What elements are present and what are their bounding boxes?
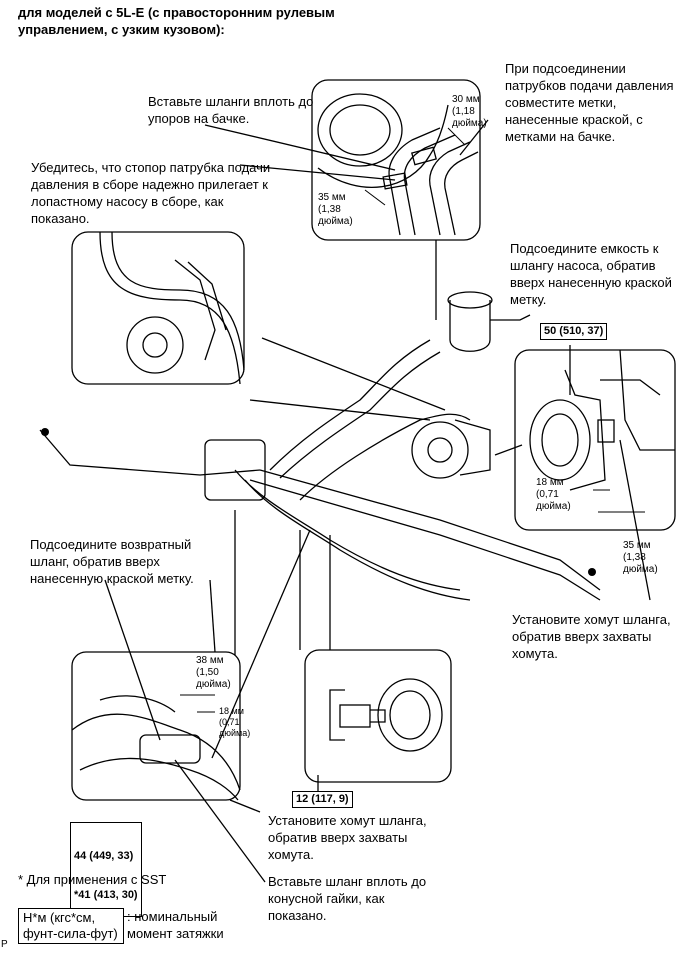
detail-box-clamp bbox=[304, 649, 452, 783]
callout-connect-tank-line3: вверх нанесенную краской bbox=[510, 275, 672, 290]
callout-align-marks-line5: метками на бачке. bbox=[505, 129, 616, 144]
torque-label-50: 50 (510, 37) bbox=[540, 323, 608, 340]
measurement-30mm-line3: дюйма) bbox=[452, 118, 487, 129]
callout-insert-hose-nut-line2: конусной гайки, как bbox=[268, 891, 385, 906]
callout-insert-hose-nut-line3: показано. bbox=[268, 908, 327, 923]
legend-unit-box: Н*м (кгс*см, фунт-сила-фут) bbox=[18, 908, 124, 944]
measurement-35mm-top-line1: 35 мм bbox=[318, 192, 346, 203]
corner-mark: P bbox=[1, 939, 8, 950]
callout-connect-return-line3: нанесенную краской метку. bbox=[30, 571, 194, 586]
callout-align-marks-line2: патрубков подачи давления bbox=[505, 78, 674, 93]
measurement-35mm-right-line1: 35 мм bbox=[623, 540, 651, 551]
torque-label-41: *41 (413, 30) bbox=[74, 889, 138, 901]
measurement-35mm-top-line3: дюйма) bbox=[318, 216, 353, 227]
measurement-18mm-bottom-line1: 18 мм bbox=[219, 706, 244, 716]
callout-align-marks-line3: совместите метки, bbox=[505, 95, 617, 110]
measurement-35mm-right-line2: (1,38 bbox=[623, 552, 646, 563]
callout-install-clamp-bottom-line2: обратив вверх захваты bbox=[268, 830, 408, 845]
callout-align-marks-line1: При подсоединении bbox=[505, 61, 626, 76]
torque-label-12: 12 (117, 9) bbox=[292, 791, 353, 808]
legend-desc-line1: : номинальный bbox=[127, 909, 218, 924]
measurement-35mm-right-line3: дюйма) bbox=[623, 564, 658, 575]
callout-insert-hoses-line2: упоров на бачке. bbox=[148, 111, 250, 126]
callout-ensure-stopper-line3: лопастному насосу в сборе, как bbox=[31, 194, 224, 209]
measurement-38mm-line1: 38 мм bbox=[196, 655, 224, 666]
measurement-18mm-right-line1: 18 мм bbox=[536, 477, 564, 488]
measurement-18mm-right-line2: (0,71 bbox=[536, 489, 559, 500]
detail-box-reservoir bbox=[311, 79, 481, 241]
callout-connect-tank-line1: Подсоедините емкость к bbox=[510, 241, 659, 256]
page-title-line1: для моделей с 5L-E (с правосторонним рул… bbox=[18, 5, 335, 20]
callout-connect-tank-line2: шлангу насоса, обратив bbox=[510, 258, 656, 273]
measurement-18mm-bottom-line3: дюйма) bbox=[219, 728, 251, 738]
callout-install-clamp-bottom-line1: Установите хомут шланга, bbox=[268, 813, 427, 828]
legend-desc-line2: момент затяжки bbox=[127, 926, 224, 941]
callout-install-clamp-bottom-line3: хомута. bbox=[268, 847, 314, 862]
torque-label-44-41: 44 (449, 33) *41 (413, 30) bbox=[70, 822, 142, 917]
measurement-18mm-bottom-line2: (0,71 bbox=[219, 717, 240, 727]
measurement-38mm-line3: дюйма) bbox=[196, 679, 231, 690]
callout-ensure-stopper-line4: показано. bbox=[31, 211, 90, 226]
detail-box-return-hose bbox=[71, 651, 241, 801]
measurement-30mm-line1: 30 мм bbox=[452, 94, 480, 105]
callout-install-clamp-right-line3: хомута. bbox=[512, 646, 558, 661]
torque-label-44: 44 (449, 33) bbox=[74, 850, 134, 862]
callout-connect-tank-line4: метку. bbox=[510, 292, 547, 307]
callout-ensure-stopper-line2: давления в сборе надежно прилегает к bbox=[31, 177, 268, 192]
measurement-38mm-line2: (1,50 bbox=[196, 667, 219, 678]
footnote-sst: * Для применения с SST bbox=[18, 872, 167, 887]
legend-unit-line2: фунт-сила-фут) bbox=[23, 926, 118, 941]
detail-box-pump-right bbox=[514, 349, 676, 531]
detail-box-pump-stopper bbox=[71, 231, 245, 385]
measurement-35mm-top-line2: (1,38 bbox=[318, 204, 341, 215]
callout-connect-return-line2: шланг, обратив вверх bbox=[30, 554, 160, 569]
callout-ensure-stopper-line1: Убедитесь, что стопор патрубка подачи bbox=[31, 160, 271, 175]
callout-install-clamp-right-line1: Установите хомут шланга, bbox=[512, 612, 671, 627]
measurement-18mm-right-line3: дюйма) bbox=[536, 501, 571, 512]
callout-connect-return-line1: Подсоедините возвратный bbox=[30, 537, 192, 552]
callout-insert-hoses-line1: Вставьте шланги вплоть до bbox=[148, 94, 314, 109]
callout-install-clamp-right-line2: обратив вверх захваты bbox=[512, 629, 652, 644]
legend-unit-line1: Н*м (кгс*см, bbox=[23, 910, 96, 925]
page-title-line2: управлением, с узким кузовом): bbox=[18, 22, 225, 37]
callout-insert-hose-nut-line1: Вставьте шланг вплоть до bbox=[268, 874, 427, 889]
measurement-30mm-line2: (1,18 bbox=[452, 106, 475, 117]
callout-align-marks-line4: нанесенные краской, с bbox=[505, 112, 643, 127]
